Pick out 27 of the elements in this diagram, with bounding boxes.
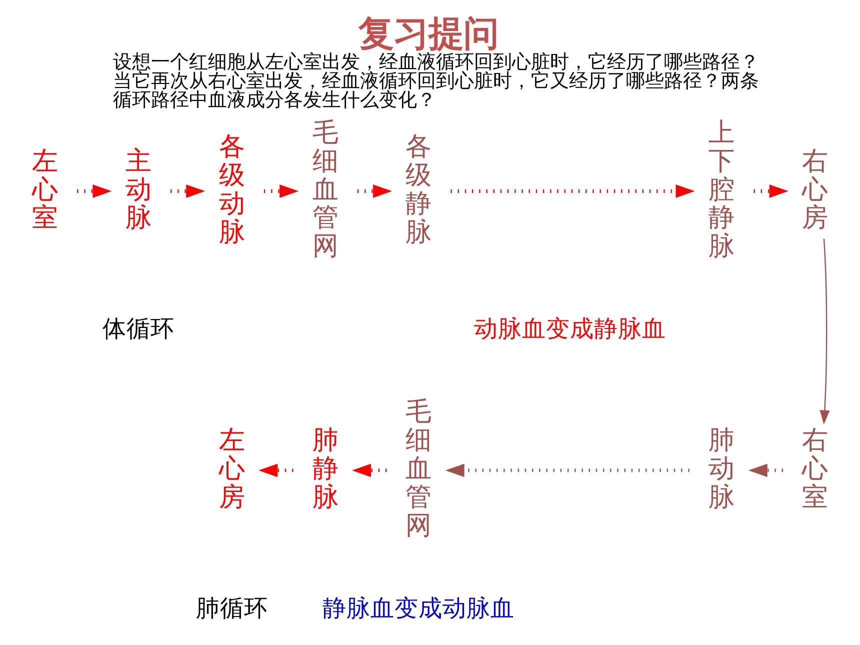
arrow <box>258 464 294 478</box>
label: 静脉血变成动脉血 <box>322 594 514 622</box>
arrow <box>445 464 690 478</box>
node-text: 毛细血管网 <box>406 397 432 541</box>
node-text: 肺动脉 <box>708 426 735 512</box>
node-text: 各级静脉 <box>406 132 432 248</box>
node-text: 右心房 <box>802 146 828 234</box>
node-text: 右心室 <box>802 426 828 512</box>
arrow <box>264 184 299 198</box>
node-text: 各级动脉 <box>218 132 245 248</box>
arrow <box>77 184 112 198</box>
arrow <box>748 464 783 478</box>
label: 体循环 <box>102 314 174 343</box>
arrow <box>754 184 788 198</box>
label: 肺循环 <box>196 594 268 622</box>
arrow <box>352 464 387 478</box>
node-text: 毛细血管网 <box>312 118 338 262</box>
node-text: 左心室 <box>32 146 58 234</box>
arrow <box>450 184 695 198</box>
node-text: 肺静脉 <box>312 426 338 512</box>
node-text: 上下腔静脉 <box>708 118 735 262</box>
label: 动脉血变成静脉血 <box>474 314 666 343</box>
arrow <box>820 238 830 424</box>
node-text: 主动脉 <box>125 146 152 234</box>
arrow <box>170 184 206 198</box>
arrow <box>357 184 392 198</box>
node-text: 左心房 <box>218 426 245 512</box>
